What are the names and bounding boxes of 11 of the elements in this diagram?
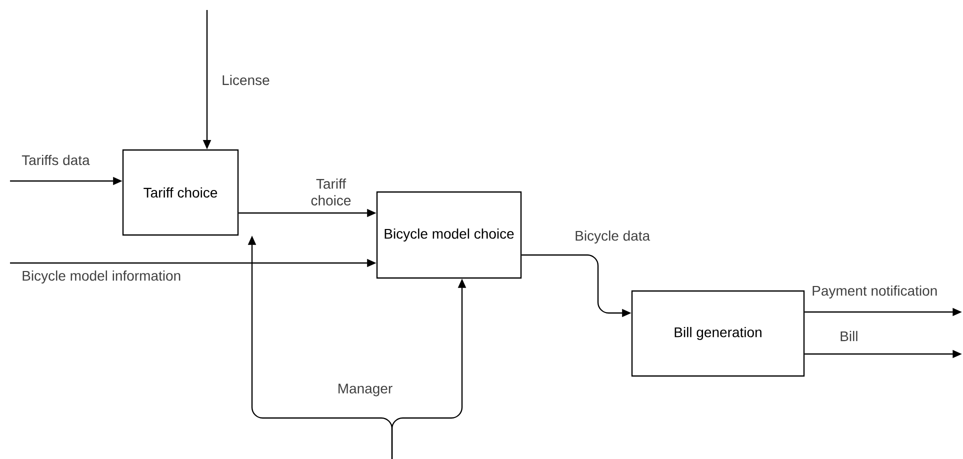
edge-label: Tariff choice [311,178,351,206]
process-box: Bill generation [631,290,805,377]
edge-label: Bicycle data [576,230,650,244]
edge-label: Bill [840,330,858,342]
process-box: Bicycle model choice [376,191,522,279]
edge-label: Payment notification [812,285,937,299]
edge-label: Manager [338,384,392,396]
edge-label: License [222,74,270,86]
edge-label: Tariffs data [22,154,90,166]
process-box: Tariff choice [122,149,239,236]
edge-label: Bicycle model information [22,270,180,284]
